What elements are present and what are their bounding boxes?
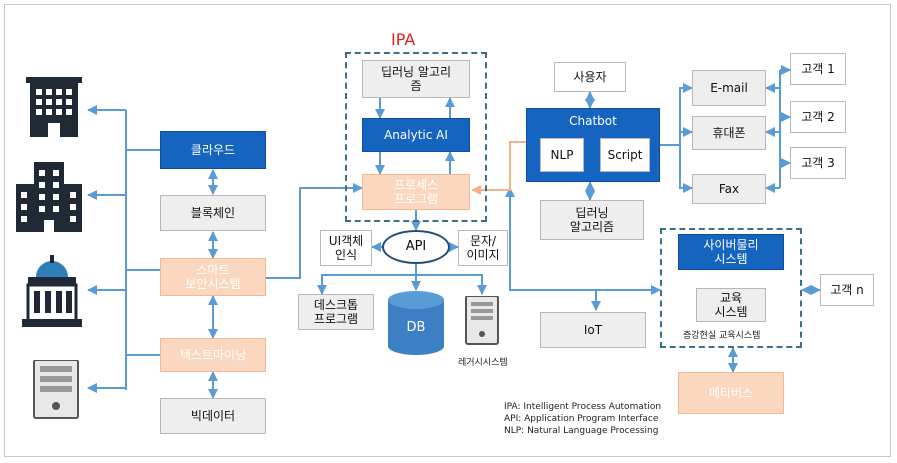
text-mining-box: 텍스트마이닝 [160, 338, 266, 372]
smart-to-process-arrow [265, 183, 363, 279]
process-to-cps-arrow [505, 187, 661, 295]
deep-learning-bottom-box: 딥러닝 알고리즘 [540, 200, 644, 240]
vr-education-label: 증강현실 교육시스템 [683, 331, 761, 341]
smart-security-box: 스마트 보안시스템 [160, 258, 266, 296]
customer-3-box: 고객 3 [790, 147, 846, 179]
legend-api: API: Application Program Interface [504, 414, 659, 424]
legend-nlp: NLP: Natural Language Processing [504, 426, 659, 436]
apartment-building-icon [16, 162, 82, 232]
ipa-title: IPA [391, 30, 416, 49]
chatbot-title: Chatbot [569, 114, 617, 128]
channel-bus [679, 87, 692, 189]
ipa-group [345, 52, 487, 222]
db-label: DB [406, 320, 426, 335]
analytic-ai-box: Analytic AI [362, 118, 470, 152]
metaverse-box: 메타버스 [678, 372, 784, 414]
user-box: 사용자 [554, 62, 626, 92]
legend-ipa: IPA: Intelligent Process Automation [504, 402, 662, 412]
cps-box: 사이버물리 시스템 [678, 234, 784, 270]
api-node: API [382, 230, 450, 264]
government-building-icon [22, 255, 82, 327]
chatbot-to-process-arrow [471, 141, 526, 195]
customer-n-box: 고객 n [820, 274, 874, 306]
email-box: E-mail [692, 70, 766, 106]
diagram-frame [4, 4, 891, 457]
server-computer-icon [33, 360, 79, 419]
ui-object-box: UI객체 인식 [320, 230, 372, 266]
blockchain-box: 블록체인 [160, 195, 266, 231]
big-data-box: 빅데이터 [160, 398, 266, 434]
db-cylinder [388, 291, 444, 355]
office-building-icon [26, 77, 82, 137]
education-system-box: 교육 시스템 [696, 288, 766, 322]
legacy-computer-icon [465, 296, 499, 345]
customer-2-box: 고객 2 [790, 101, 846, 133]
iot-box: IoT [540, 312, 646, 348]
process-program-box: 프로세스 프로그램 [362, 174, 470, 210]
cloud-box: 클라우드 [160, 131, 266, 169]
script-box: Script [600, 138, 650, 172]
deep-learning-top-box: 딥러닝 알고리 즘 [362, 60, 470, 98]
text-image-box: 문자/ 이미지 [458, 230, 508, 266]
customer-1-box: 고객 1 [790, 53, 846, 85]
fax-box: Fax [692, 174, 766, 204]
cps-group [660, 228, 802, 348]
mobile-box: 휴대폰 [692, 116, 766, 150]
desktop-program-box: 데스크톱 프로그램 [298, 294, 374, 330]
nlp-box: NLP [540, 138, 584, 172]
legacy-system-label: 레거시시스템 [458, 358, 508, 368]
